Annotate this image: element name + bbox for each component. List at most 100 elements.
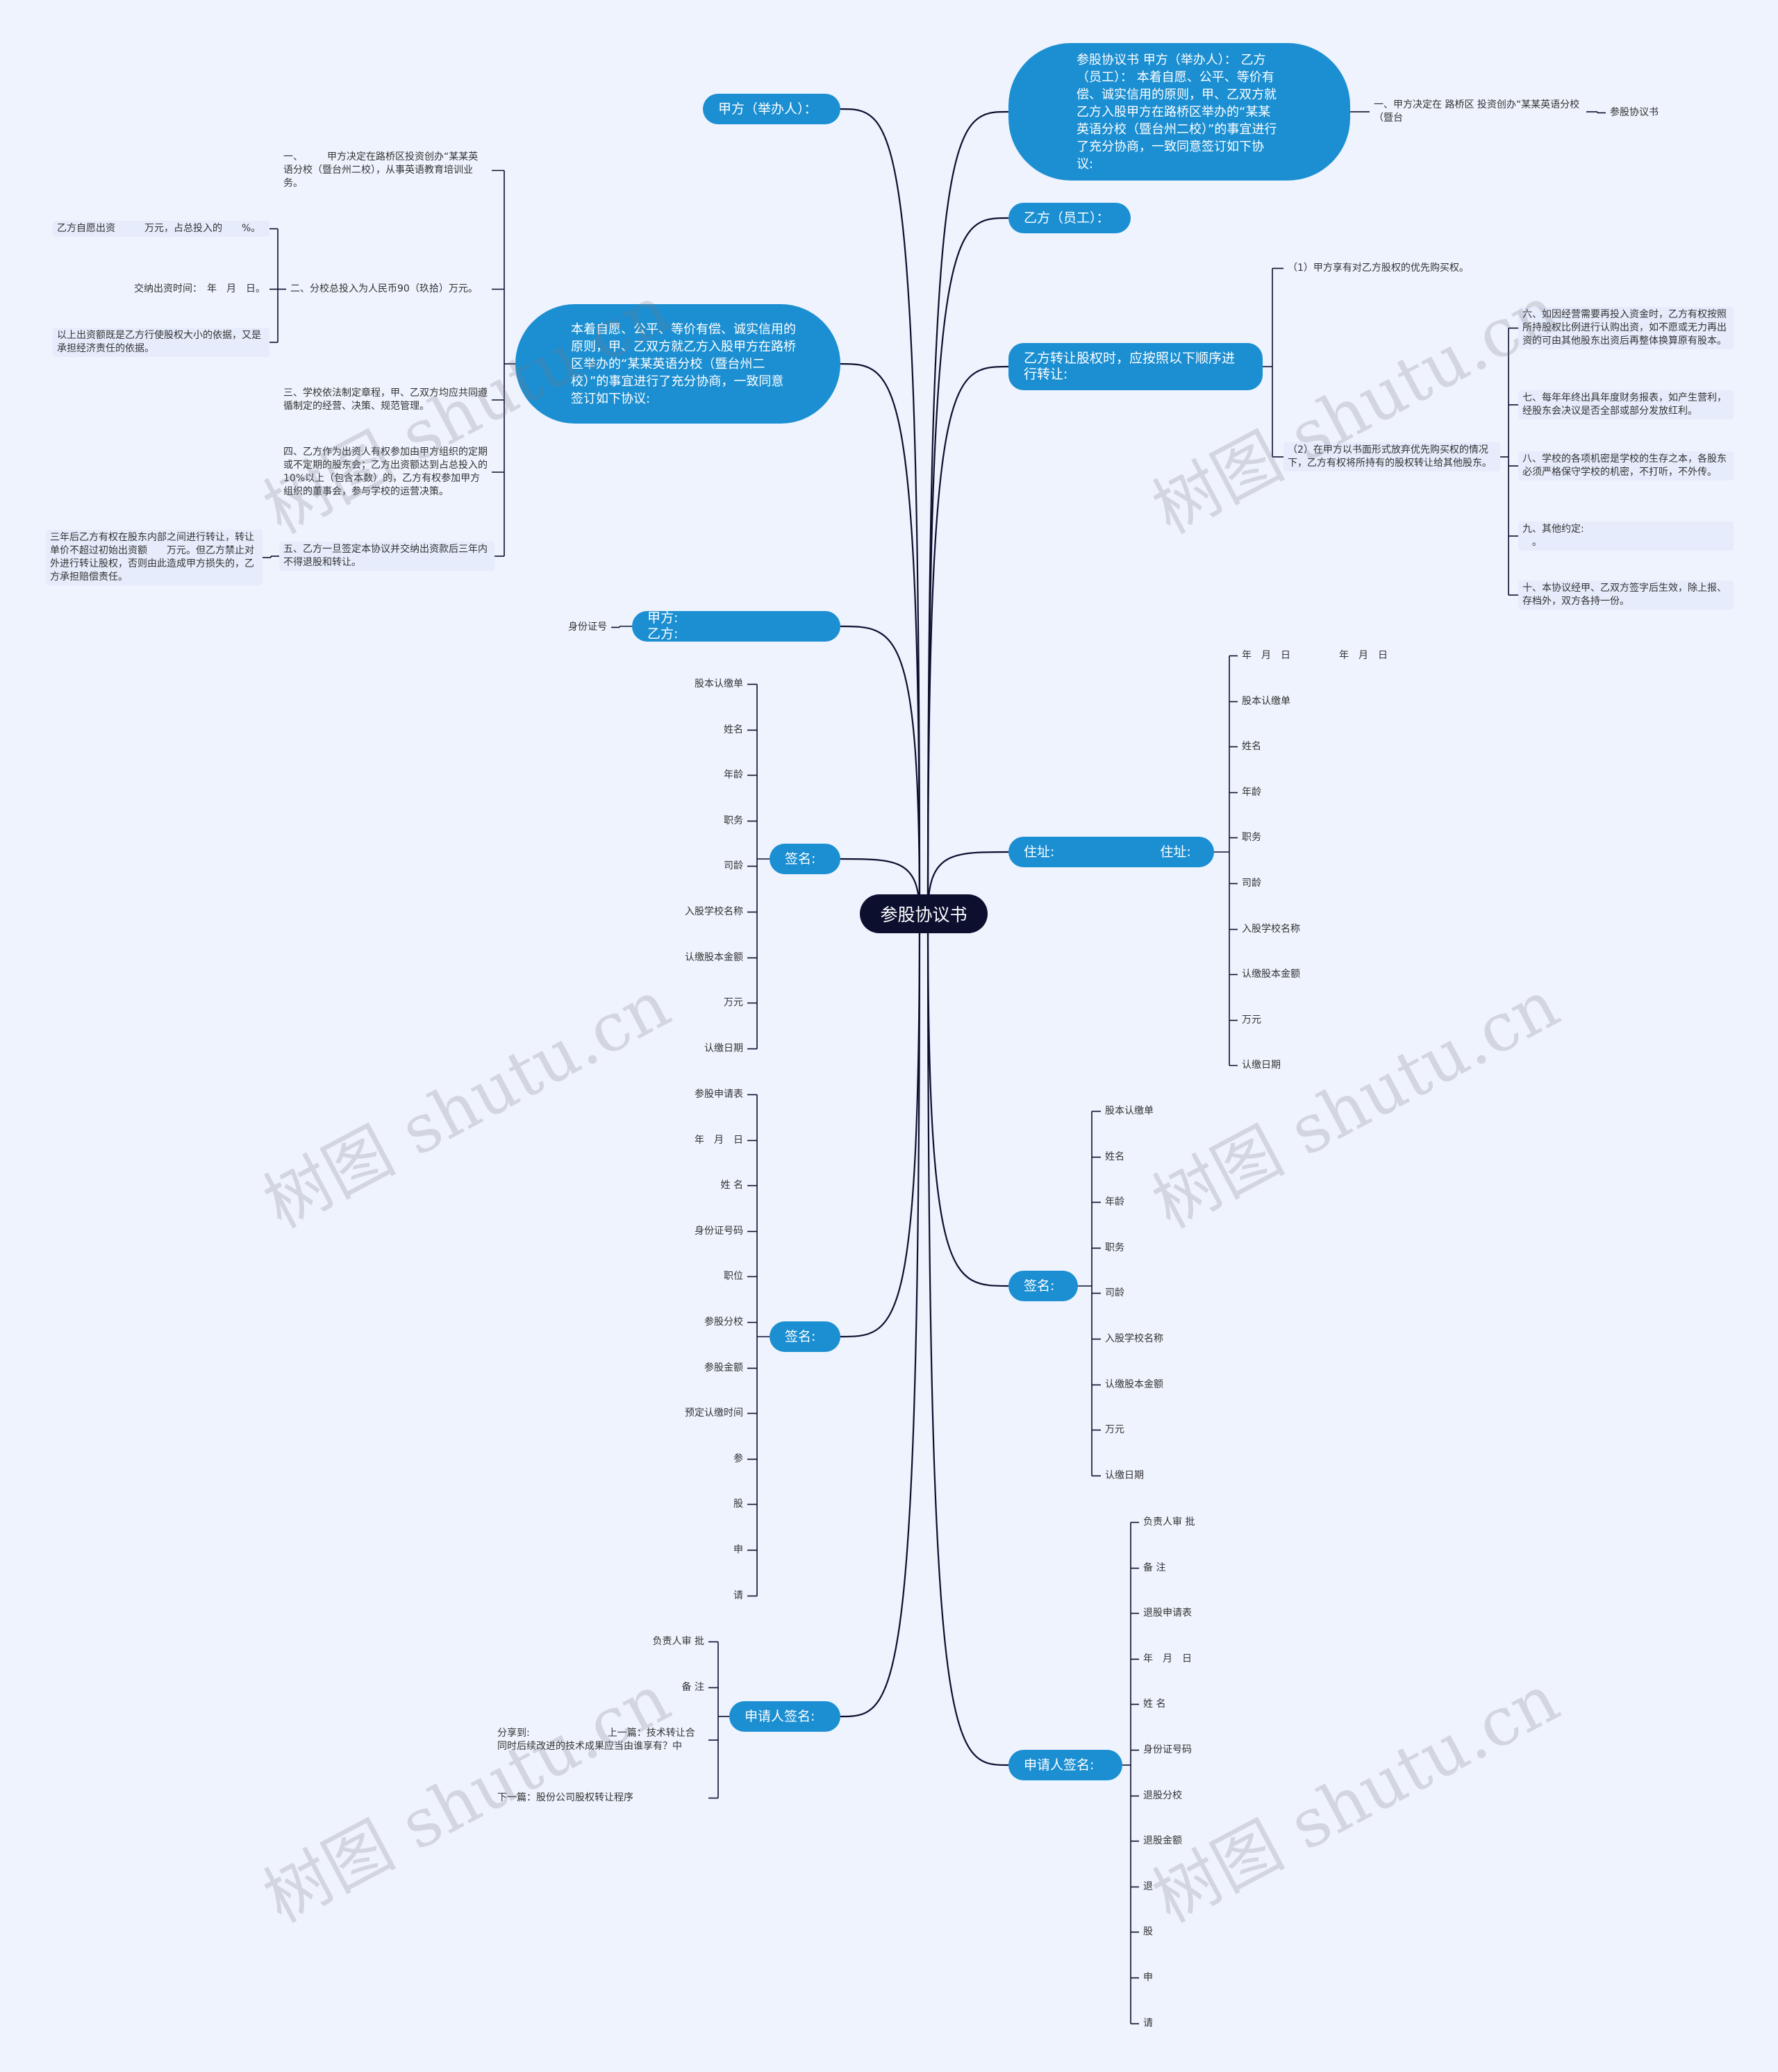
sign-2-item: 股 (733, 1498, 743, 1510)
sign-1-item: 年龄 (724, 769, 743, 781)
applicant-right-item: 退股分校 (1143, 1789, 1182, 1801)
connector (840, 362, 921, 914)
sign-2-item: 参股申请表 (695, 1089, 743, 1100)
branch-sign-1[interactable]: 签名: (770, 844, 840, 874)
branch-address[interactable]: 住址: 住址: (1008, 837, 1214, 867)
sign-3-item: 万元 (1105, 1424, 1124, 1436)
connector (840, 625, 921, 914)
sign-3-item: 姓名 (1105, 1151, 1124, 1162)
sign-3-item: 年龄 (1105, 1196, 1124, 1208)
sign-2-item: 参股金额 (704, 1362, 743, 1373)
sign-1-item: 认缴日期 (704, 1042, 743, 1054)
sign-3-item: 职务 (1105, 1242, 1124, 1253)
sign-2-item: 请 (733, 1589, 743, 1601)
branch-principle[interactable]: 本着自愿、公平、等价有偿、诚实信用的原则，甲、乙双方就乙方入股甲方在路桥区举办的… (515, 304, 840, 424)
address-item: 年 月 日 年 月 日 (1242, 650, 1388, 661)
address-item: 股本认缴单 (1242, 695, 1290, 707)
principle-sub-2-3: 以上出资额既是乙方行使股权大小的依据，又是承担经济责任的依据。 (53, 328, 269, 357)
applicant-left-item: 下一篇：股份公司股权转让程序 (497, 1792, 633, 1803)
branch-sign-3[interactable]: 签名: (1008, 1271, 1078, 1301)
sign-3-item: 认缴日期 (1105, 1469, 1144, 1481)
connector (927, 913, 1009, 1766)
applicant-right-item: 身份证号码 (1143, 1744, 1192, 1755)
address-item: 入股学校名称 (1242, 923, 1300, 935)
sign-3-item: 司龄 (1105, 1287, 1124, 1299)
transfer-sub-10: 十、本协议经甲、乙双方签字后生效，除上报、存档外，双方各持一份。 (1518, 580, 1734, 610)
sign-2-item: 职位 (724, 1271, 743, 1283)
applicant-right-item: 年 月 日 (1143, 1653, 1192, 1664)
principle-sub-2-1: 乙方自愿出资 万元，占总投入的 %。 (53, 221, 269, 237)
applicant-left-item: 备 注 (681, 1682, 704, 1693)
applicant-left-item: 负责人审 批 (652, 1636, 704, 1647)
connector (927, 851, 1009, 914)
branch-sign-row[interactable]: 甲方: 乙方: (632, 610, 840, 642)
root-topic[interactable]: 参股协议书 (860, 894, 988, 933)
applicant-right-item: 姓 名 (1143, 1698, 1166, 1710)
sign-2-item: 年 月 日 (695, 1134, 743, 1146)
address-item: 职务 (1242, 832, 1261, 844)
address-item: 认缴日期 (1242, 1060, 1281, 1071)
sign-1-item: 姓名 (724, 724, 743, 735)
principle-item-3: 三、学校依法制定章程，甲、乙双方均应共同遵循制定的经营、决策、规范管理。 (283, 387, 488, 412)
branch-party-b[interactable]: 乙方（员工）： (1008, 203, 1131, 233)
branch-applicant-left[interactable]: 申请人签名: (729, 1701, 840, 1732)
applicant-right-item: 申 (1143, 1972, 1153, 1983)
sign-2-item: 参股分校 (704, 1317, 743, 1328)
transfer-sub-8: 八、学校的各项机密是学校的生存之本，各股东必须严格保守学校的机密，不打听，不外传… (1518, 451, 1734, 481)
sign-1-item: 入股学校名称 (685, 906, 743, 917)
connector (927, 110, 1009, 914)
id-number-label: 身份证号 (568, 621, 607, 633)
applicant-right-item: 股 (1143, 1926, 1153, 1938)
branch-party-a[interactable]: 甲方（举办人）： (703, 94, 840, 124)
sign-2-item: 申 (733, 1544, 743, 1555)
sign-1-item: 认缴股本金额 (685, 951, 743, 963)
applicant-right-item: 请 (1143, 2017, 1153, 2029)
sign-2-item: 身份证号码 (695, 1225, 743, 1237)
intro-item-1: 一、甲方决定在 路桥区 投资创办“某某英语分校（暨台 (1374, 99, 1580, 124)
sign-3-item: 入股学校名称 (1105, 1333, 1163, 1344)
principle-item-1: 一、 甲方决定在路桥区投资创办“某某英语分校（暨台州二校），从事英语教育培训业务… (283, 151, 479, 189)
applicant-right-item: 退股金额 (1143, 1835, 1182, 1847)
applicant-right-item: 备 注 (1143, 1562, 1166, 1573)
transfer-sub-9: 九、其他约定: 。 (1518, 521, 1734, 551)
applicant-left-item: 分享到: 上一篇：技术转让合同时后续改进的技术成果应当由谁享有？中 (497, 1728, 695, 1752)
connector (927, 217, 1009, 914)
principle-item-2: 二、分校总投入为人民币90（玖拾）万元。 (290, 283, 478, 294)
connector (927, 913, 1009, 1287)
sign-2-item: 参 (733, 1453, 743, 1464)
address-item: 认缴股本金额 (1242, 969, 1300, 980)
connector (927, 365, 1009, 914)
principle-item-4: 四、乙方作为出资人有权参加由甲方组织的定期或不定期的股东会；乙方出资额达到占总投… (283, 446, 488, 497)
connector (840, 913, 921, 1718)
transfer-item-2: （2）在甲方以书面形式放弃优先购买权的情况下，乙方有权将所持有的股权转让给其他股… (1283, 442, 1500, 471)
branch-transfer[interactable]: 乙方转让股权时，应按照以下顺序进行转让: (1008, 343, 1263, 390)
sign-2-item: 预定认缴时间 (685, 1407, 743, 1419)
branch-sign-2[interactable]: 签名: (770, 1321, 840, 1352)
branch-applicant-right[interactable]: 申请人签名: (1008, 1750, 1122, 1780)
sign-2-item: 姓 名 (720, 1180, 743, 1192)
sign-3-item: 股本认缴单 (1105, 1105, 1154, 1117)
applicant-right-item: 负责人审 批 (1143, 1517, 1195, 1528)
transfer-sub-7: 七、每年年终出具年度财务报表，如产生营利，经股东会决议是否全部或部分发放红利。 (1518, 390, 1734, 419)
branch-intro[interactable]: 参股协议书 甲方（举办人）： 乙方（员工）： 本着自愿、公平、等价有偿、诚实信用… (1008, 43, 1350, 181)
applicant-right-item: 退股申请表 (1143, 1607, 1192, 1619)
sign-1-item: 司龄 (724, 860, 743, 872)
address-item: 姓名 (1242, 741, 1261, 753)
applicant-right-item: 退 (1143, 1880, 1153, 1892)
principle-sub-5-1: 三年后乙方有权在股东内部之间进行转让，转让单价不超过初始出资额 万元。但乙方禁止… (46, 530, 263, 585)
principle-item-5: 五、乙方一旦签定本协议并交纳出资款后三年内不得退股和转让。 (279, 542, 495, 571)
sign-1-item: 万元 (724, 997, 743, 1009)
address-item: 万元 (1242, 1014, 1261, 1026)
sign-1-item: 股本认缴单 (695, 678, 743, 690)
sign-3-item: 认缴股本金额 (1105, 1378, 1163, 1390)
principle-sub-2-2: 交纳出资时间： 年 月 日。 (134, 283, 265, 294)
sign-1-item: 职务 (724, 814, 743, 826)
transfer-item-1: （1）甲方享有对乙方股权的优先购买权。 (1288, 262, 1469, 274)
address-item: 司龄 (1242, 878, 1261, 889)
connector (840, 108, 921, 914)
transfer-sub-6: 六、如因经营需要再投入资金时，乙方有权按照所持股权比例进行认购出资，如不愿或无力… (1518, 307, 1734, 349)
connector (840, 913, 921, 1338)
address-item: 年龄 (1242, 786, 1261, 798)
intro-item-1-1: 参股协议书 (1610, 107, 1659, 118)
